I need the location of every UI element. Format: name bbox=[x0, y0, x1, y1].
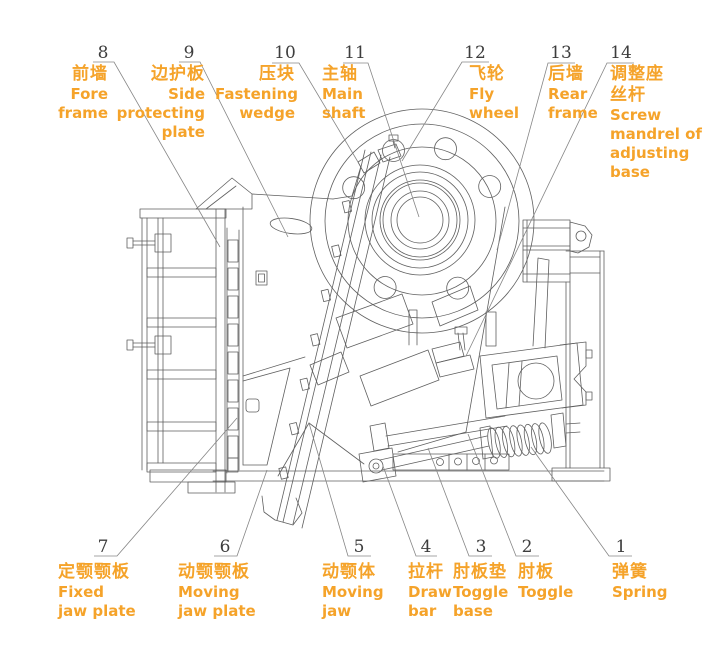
callout-number-2: 2 bbox=[522, 537, 533, 557]
callout-number-5: 5 bbox=[354, 537, 365, 557]
callout-number-11: 11 bbox=[344, 43, 366, 63]
callout-number-13: 13 bbox=[550, 43, 572, 63]
label-moving-jaw-plate: 动颚颚板 Moving jaw plate bbox=[178, 562, 256, 620]
callout-number-8: 8 bbox=[98, 43, 109, 63]
label-spring: 弹簧 Spring bbox=[612, 562, 668, 601]
label-fore-frame-zh: 前墙 bbox=[72, 64, 108, 84]
rear-frame bbox=[522, 219, 611, 482]
toggle-mechanism bbox=[358, 415, 510, 483]
label-screw-mandrel: 调整座 丝杆 Screw mandrel of adjusting base bbox=[610, 64, 702, 181]
frame-bolt-top bbox=[126, 233, 172, 253]
fixed-jaw-plate bbox=[226, 227, 240, 474]
side-protecting-plate bbox=[242, 165, 362, 466]
label-fastening-wedge: 压块 Fastening wedge bbox=[215, 64, 298, 122]
fastening-wedge bbox=[357, 134, 402, 174]
callout-number-10: 10 bbox=[274, 43, 296, 63]
callout-number-3: 3 bbox=[476, 537, 487, 557]
label-toggle-base: 肘板垫 Toggle base bbox=[453, 562, 509, 620]
label-fly-wheel: 飞轮 Fly wheel bbox=[469, 64, 520, 122]
leader-lines bbox=[93, 61, 634, 557]
callout-number-12: 12 bbox=[464, 43, 486, 63]
callout-number-9: 9 bbox=[184, 43, 195, 63]
label-toggle: 肘板 Toggle bbox=[518, 562, 574, 601]
label-rear-frame: 后墙 Rear frame bbox=[548, 64, 598, 122]
spring bbox=[479, 412, 581, 460]
callout-number-1: 1 bbox=[616, 537, 627, 557]
fore-frame bbox=[126, 177, 253, 494]
label-main-shaft: 主轴 Main shaft bbox=[322, 64, 366, 122]
base bbox=[212, 470, 605, 482]
flywheel bbox=[309, 108, 535, 334]
adjusting-base bbox=[431, 257, 593, 419]
callout-numbers: 8 9 10 11 12 13 14 7 6 5 4 3 2 1 bbox=[98, 43, 632, 557]
callout-number-7: 7 bbox=[98, 537, 109, 557]
label-draw-bar: 拉杆 Draw bar bbox=[408, 562, 452, 620]
label-fixed-jaw-plate: 定颚颚板 Fixed jaw plate bbox=[58, 562, 136, 620]
frame-bolt-bottom bbox=[126, 335, 172, 355]
callout-number-6: 6 bbox=[220, 537, 231, 557]
label-fore-frame: 前墙 Fore frame bbox=[48, 64, 108, 123]
moving-jaw bbox=[261, 149, 506, 529]
machine-linework bbox=[126, 108, 611, 529]
callout-number-14: 14 bbox=[610, 43, 632, 63]
screw-mandrel bbox=[431, 326, 475, 378]
label-moving-jaw: 动颚体 Moving jaw bbox=[322, 562, 384, 620]
callout-number-4: 4 bbox=[421, 537, 432, 557]
main-shaft-bearing bbox=[342, 137, 502, 300]
label-side-protecting-plate: 边护板 Side protecting plate bbox=[116, 64, 205, 141]
